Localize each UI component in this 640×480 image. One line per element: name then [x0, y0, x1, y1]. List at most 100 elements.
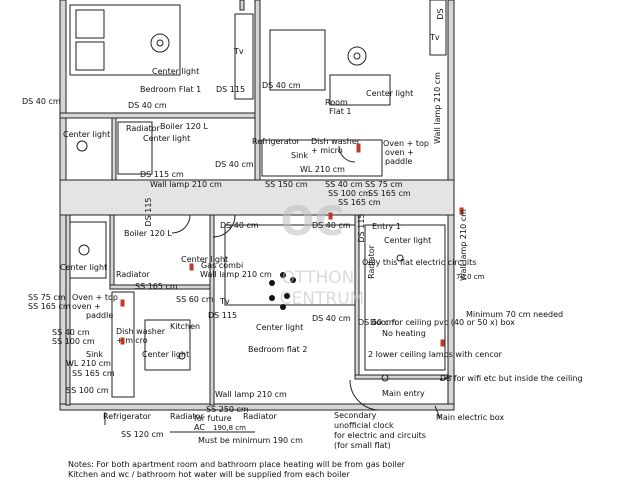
tv-label: Tv	[429, 33, 440, 42]
wall-lamp-label: Wall lamp 210 cm	[200, 270, 272, 279]
refrigerator-label: Refrigerator	[103, 412, 152, 421]
room-label-bedroom-flat1: Bedroom Flat 1	[140, 85, 201, 94]
oven-label: oven +	[385, 148, 414, 157]
radiator-label: Radiator	[243, 412, 278, 421]
note-min190: Must be minimum 190 cm	[198, 436, 303, 445]
note-electric-circuits: Only this flat electric circuits	[362, 258, 476, 267]
wall-lamp-label: Wall lamp 210 cm	[433, 72, 442, 144]
ss-label: SS 40 cm	[325, 180, 363, 189]
wardrobe-right-flat1	[429, 0, 447, 56]
ss-label: SS 165 cm	[368, 189, 411, 198]
center-light-icon	[396, 254, 404, 262]
note-no-heating: No heating	[382, 329, 426, 338]
wall-lamp-label: Wall lamp 210 cm	[215, 390, 287, 399]
secondary-clock-label: Secondary	[334, 411, 377, 420]
notes-line1: Notes: For both apartment room and bathr…	[68, 460, 405, 469]
center-light-icon	[178, 352, 186, 360]
ds-label: DS	[436, 8, 445, 19]
center-light-label: Center light	[181, 255, 228, 264]
bath-flat1	[117, 121, 153, 175]
center-light-icon	[381, 374, 389, 382]
ss-label: SS 165 cm	[338, 198, 381, 207]
bed-flat1	[69, 4, 181, 76]
ds-label: DS 115 cm	[140, 170, 184, 179]
watermark-line2: CENTRUM	[280, 289, 365, 309]
wardrobe-flat1	[234, 13, 254, 100]
dishwasher-label: + micro	[116, 336, 148, 345]
dishwasher-label: Dish washer	[116, 327, 166, 336]
ss-label: SS 75 cm	[28, 293, 66, 302]
main-electric-label: Main electric box	[436, 413, 504, 422]
ss-label: SS 100 cm	[328, 189, 371, 198]
kitchen-counter-flat1	[261, 139, 383, 177]
labels: Center light Bedroom Flat 1 Tv DS 115 DS…	[22, 8, 583, 450]
oven-label: paddle	[385, 157, 412, 166]
watermark: OC OTTHON CENTRUM	[280, 199, 365, 309]
chandelier-icon	[269, 272, 296, 310]
socket-markers	[120, 143, 464, 347]
center-light-icon	[347, 46, 367, 66]
oven-label: oven +	[72, 302, 101, 311]
boiler-label: Boiler 120 L	[124, 229, 172, 238]
ss-label: SS 250 cm	[206, 405, 249, 414]
main-entry-label: Main entry	[382, 389, 425, 398]
ss-label: SS 165 cm	[135, 282, 178, 291]
ss-label: SS 120 cm	[121, 430, 164, 439]
ss-label: SS 165 cm	[72, 369, 115, 378]
ds-label: DS 40 cm	[312, 314, 351, 323]
wall-lamp-label: Wall lamp 210 cm	[459, 209, 468, 281]
tv-label: Tv	[219, 297, 230, 306]
radiator-label: Radiator	[126, 124, 161, 133]
watermark-mark: OC	[280, 199, 343, 245]
ss-label: SS 40 cm	[52, 328, 90, 337]
room-label-bedroom-flat2: Bedroom flat 2	[248, 345, 307, 354]
note-min70: Minimum 70 cm needed	[466, 310, 563, 319]
oven-label: paddle	[86, 311, 113, 320]
sink-label: Sink	[86, 350, 103, 359]
ss-label: SS 150 cm	[265, 180, 308, 189]
ds-label: DS 115	[144, 197, 153, 226]
center-light-label: Center light	[256, 323, 303, 332]
dimension-label: 190,8 cm	[213, 424, 246, 432]
doors	[171, 145, 381, 411]
room-label-flat1: Flat 1	[329, 107, 352, 116]
kitchen-counter-flat2	[111, 291, 135, 398]
center-light-label: Center light	[143, 134, 190, 143]
radiator-label: Radiator	[367, 244, 376, 279]
table-flat2	[144, 319, 191, 371]
notes-line2: Kitchen and wc / bathroom hot water will…	[68, 470, 350, 479]
note-ceiling-door: Door for ceiling pvc (40 or 50 x) box	[370, 318, 515, 327]
ds-label: DS 40 cm	[128, 101, 167, 110]
center-light-icon	[150, 33, 170, 53]
bed-flat2	[224, 224, 356, 306]
ds-label: DS 40 cm	[312, 221, 351, 230]
wl-label: WL 210 cm	[300, 165, 345, 174]
center-light-label: Center light	[366, 89, 413, 98]
wall-lamp-label: Wall lamp 210 cm	[150, 180, 222, 189]
dishwasher-label: + micro	[311, 146, 343, 155]
center-light-icon	[76, 140, 88, 152]
dimension-label: 70,0 cm	[456, 273, 485, 281]
watermark-line1: OTTHON	[282, 268, 355, 288]
interior-walls	[59, 0, 449, 406]
ds-label: DS 115	[357, 213, 366, 242]
furniture	[69, 0, 447, 398]
ds-label: DS 40 cm	[215, 160, 254, 169]
secondary-clock-label: (for small flat)	[334, 441, 391, 450]
outer-walls	[59, 0, 455, 411]
secondary-clock-label: unofficial clock	[334, 421, 394, 430]
future-ac-label: for future	[194, 414, 232, 423]
leader-lines	[104, 375, 453, 433]
note-ceiling-lamps: 2 lower ceiling lamps with cencor	[368, 350, 503, 359]
oven-label: Oven + top	[72, 293, 118, 302]
sofa-flat1	[269, 29, 326, 91]
sink-label: Sink	[291, 151, 308, 160]
ds-label: DS 115	[208, 311, 237, 320]
entry-closet	[364, 224, 446, 371]
table-flat1	[329, 74, 391, 106]
center-light-label: Center light	[142, 350, 189, 359]
center-light-label: Center light	[152, 67, 199, 76]
room-label-kitchen: Kitchen	[170, 322, 200, 331]
bath-flat2	[69, 221, 107, 279]
